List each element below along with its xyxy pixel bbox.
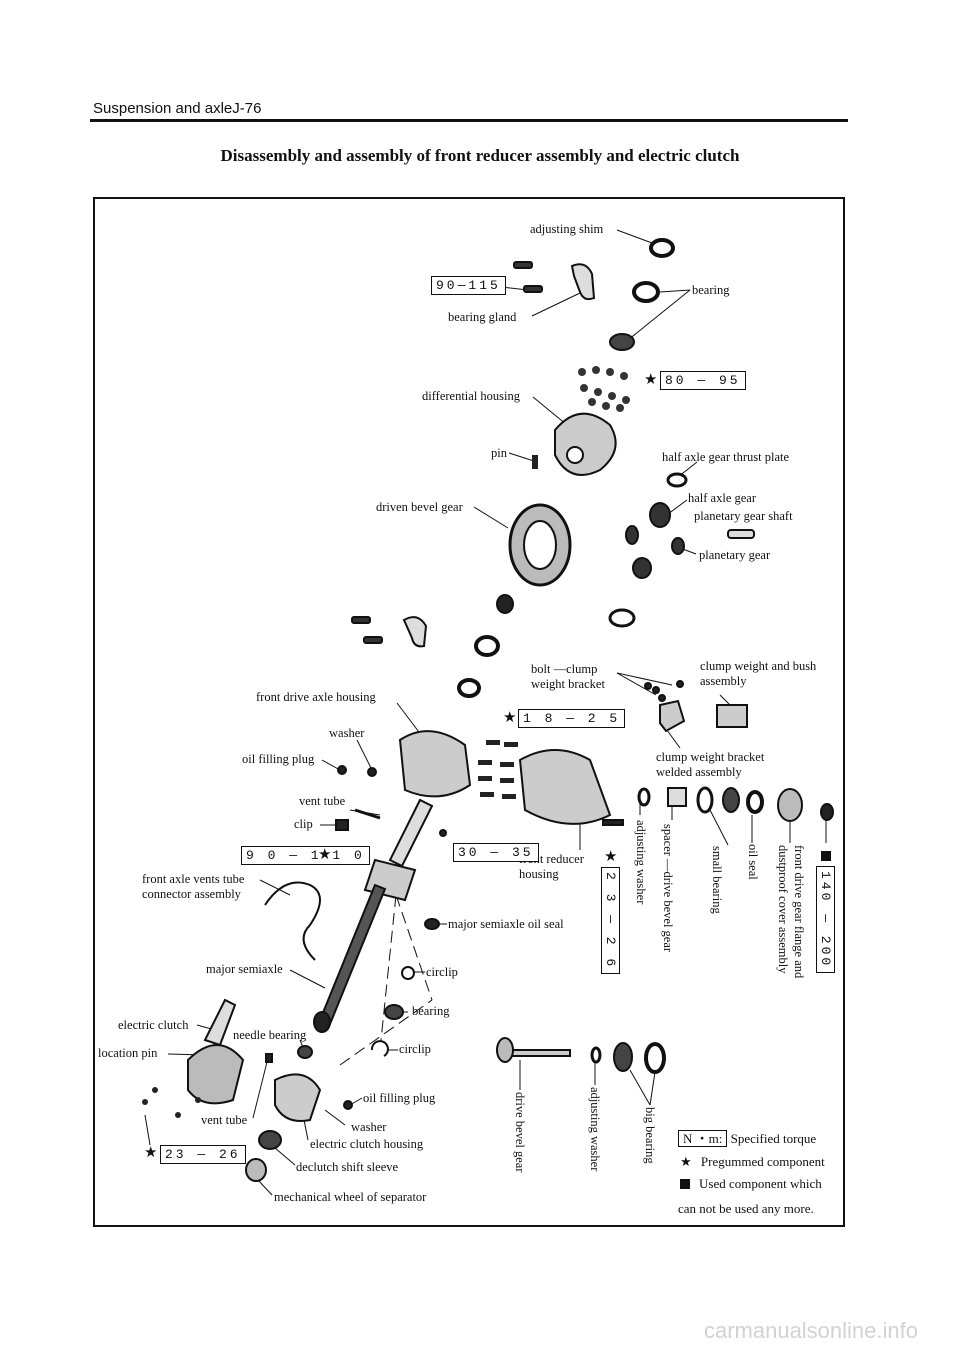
label-front-drive-gear-flange: front drive gear flange and dustproof co… [775, 845, 807, 978]
label-front-axle-vents-line1: front axle vents tube [142, 872, 245, 886]
label-bearing-gland: bearing gland [448, 310, 517, 324]
pregummed-star-icon: ★ [318, 847, 332, 863]
label-clump-weight-bush-assembly: clump weight and bush assembly [700, 659, 816, 689]
torque-23-26-vertical: 2 3 — 2 6 [601, 867, 620, 975]
watermark: carmanualsonline.info [703, 1318, 918, 1343]
label-clump-weight-bracket-line2: welded assembly [656, 765, 742, 779]
label-vent-tube-bottom: vent tube [201, 1113, 248, 1127]
label-spacer-drive-bevel-gear: spacer —drive bevel gear [661, 824, 675, 953]
label-oil-seal: oil seal [746, 844, 760, 880]
torque-90-110: 9 0 — 1 1 0 [241, 846, 370, 865]
label-location-pin: location pin [98, 1046, 158, 1060]
label-mechanical-wheel: mechanical wheel of separator [274, 1190, 427, 1204]
label-front-drive-gear-flange-line2: dustproof cover assembly [776, 845, 790, 974]
label-clump-weight-bush-line1: clump weight and bush [700, 659, 817, 673]
torque-23-26-horizontal: 23 — 26 [160, 1145, 246, 1164]
legend-star-icon: ★ [680, 1154, 692, 1169]
label-clip: clip [294, 817, 313, 831]
label-front-axle-vents-line2: connector assembly [142, 887, 241, 901]
label-planetary-gear: planetary gear [699, 548, 771, 562]
pregummed-star-icon: ★ [644, 372, 658, 388]
legend-star-text: Pregummed component [700, 1154, 825, 1169]
label-major-semiaxle: major semiaxle [206, 962, 283, 976]
legend-unit-text: Specified torque [730, 1131, 817, 1146]
label-front-drive-axle-housing: front drive axle housing [256, 690, 376, 704]
pregummed-star-icon: ★ [144, 1145, 158, 1161]
legend-square-icon [680, 1179, 690, 1189]
page-header: Suspension and axleJ-76 [93, 100, 262, 117]
label-big-bearing: big bearing [643, 1107, 657, 1164]
used-component-square-icon [821, 851, 831, 861]
legend-star: ★ Pregummed component [680, 1154, 825, 1169]
label-electric-clutch-housing: electric clutch housing [310, 1137, 424, 1151]
label-driven-bevel-gear: driven bevel gear [376, 500, 463, 514]
label-front-axle-vents-tube: front axle vents tube connector assembly [142, 872, 244, 902]
label-major-semiaxle-oil-seal: major semiaxle oil seal [448, 917, 564, 931]
legend-square-text: Used component which [699, 1176, 822, 1191]
legend-unit-box: N ・m: [678, 1130, 728, 1147]
label-oil-filling-plug-top: oil filling plug [242, 752, 315, 766]
label-differential-housing: differential housing [422, 389, 521, 403]
pregummed-star-icon: ★ [604, 849, 618, 865]
label-circlip-upper: circlip [426, 965, 458, 979]
torque-80-95: 80 — 95 [660, 371, 746, 390]
label-adjusting-washer-right: adjusting washer [634, 820, 648, 905]
label-electric-clutch: electric clutch [118, 1018, 189, 1032]
label-small-bearing: small bearing [710, 846, 724, 914]
label-washer-bottom: washer [351, 1120, 387, 1134]
label-washer-top: washer [329, 726, 365, 740]
label-needle-bearing: needle bearing [233, 1028, 307, 1042]
label-front-drive-gear-flange-line1: front drive gear flange and [792, 845, 806, 979]
label-declutch-shift-sleeve: declutch shift sleeve [296, 1160, 399, 1174]
page-title: Disassembly and assembly of front reduce… [220, 146, 740, 165]
label-clump-weight-bracket-welded: clump weight bracket welded assembly [656, 750, 764, 780]
diagram-frame [93, 197, 845, 1227]
label-pin: pin [491, 446, 507, 460]
label-front-reducer-line2: housing [519, 867, 559, 881]
torque-30-35: 30 — 35 [453, 843, 539, 862]
label-bolt-clump-line2: weight bracket [531, 677, 605, 691]
torque-140-200: 140 — 200 [816, 866, 835, 974]
header-rule [90, 119, 848, 122]
parts [142, 238, 834, 1182]
label-bearing-top: bearing [692, 283, 730, 297]
label-circlip-lower: circlip [399, 1042, 431, 1056]
legend-square-text2: can not be used any more. [678, 1201, 814, 1216]
label-drive-bevel-gear: drive bevel gear [513, 1092, 527, 1173]
label-bearing-mid: bearing [412, 1004, 450, 1018]
label-adjusting-washer-bottom: adjusting washer [588, 1087, 602, 1172]
label-planetary-gear-shaft: planetary gear shaft [694, 509, 793, 523]
torque-90-115: 90—115 [431, 276, 506, 295]
label-bolt-clump-line1: bolt —clump [531, 662, 598, 676]
label-half-axle-gear: half axle gear [688, 491, 757, 505]
label-adjusting-shim: adjusting shim [530, 222, 604, 236]
legend-torque: N ・m: Specified torque [678, 1130, 817, 1147]
torque-18-25: 1 8 — 2 5 [518, 709, 626, 728]
label-oil-filling-plug-bottom: oil filling plug [363, 1091, 436, 1105]
label-clump-weight-bracket-line1: clump weight bracket [656, 750, 765, 764]
pregummed-star-icon: ★ [503, 710, 517, 726]
label-clump-weight-bush-line2: assembly [700, 674, 747, 688]
label-half-axle-gear-thrust-plate: half axle gear thrust plate [662, 450, 790, 464]
label-vent-tube-top: vent tube [299, 794, 346, 808]
label-bolt-clump-weight-bracket: bolt —clump weight bracket [531, 662, 605, 692]
